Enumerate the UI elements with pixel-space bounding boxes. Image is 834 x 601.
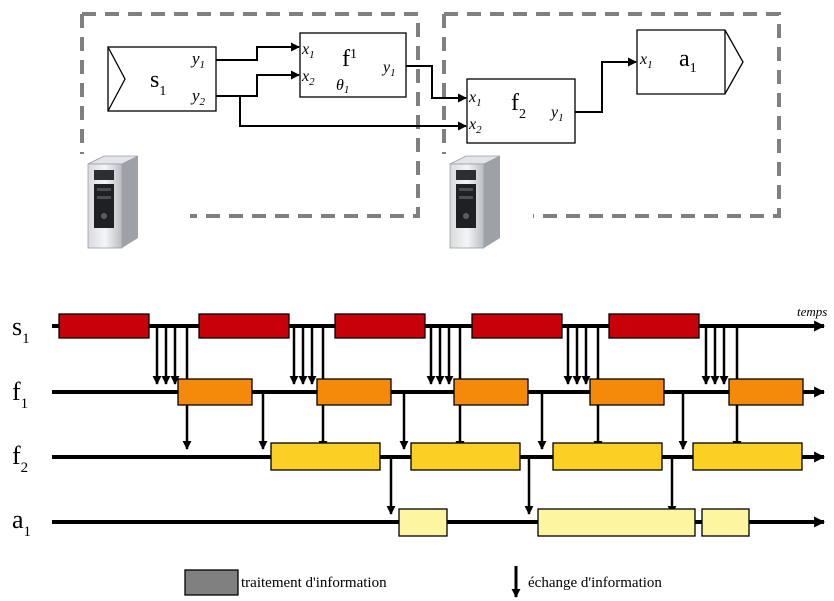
computer-tower-icon [450, 156, 500, 248]
legend: traitement d'information échange d'infor… [185, 566, 662, 597]
f2-name: f [511, 90, 519, 116]
processing-bar-f2 [693, 443, 802, 470]
legend-processing-label: traitement d'information [241, 575, 387, 591]
processing-bar-f1 [178, 379, 252, 405]
processing-bar-f2 [553, 443, 662, 470]
timeline-diagram: s1 f1 f2 a1 temps [12, 304, 827, 540]
a1-index: 1 [690, 61, 697, 76]
row-label-f1: f1 [12, 377, 28, 412]
f2-input-x1: x [468, 89, 476, 106]
source-port-y2: y [190, 86, 200, 105]
f1-name: f [342, 46, 350, 72]
processing-bar-f2 [411, 443, 520, 470]
time-axis-label: temps [797, 304, 827, 319]
processing-bar-s1 [335, 314, 425, 338]
function-block-f2[interactable]: f2 x1 x2 y1 [467, 79, 575, 143]
row-label-a1: a1 [12, 505, 31, 540]
row-label-f2: f2 [12, 441, 28, 476]
processing-bar-s1 [59, 314, 149, 338]
source-block-s1[interactable]: s1 y1 y2 [108, 47, 216, 111]
f1-input-x1: x [301, 41, 309, 58]
f2-index: 2 [519, 107, 526, 122]
function-block-f1[interactable]: f1 x1 x2 y1 θ1 [300, 33, 406, 97]
processing-bar-s1 [199, 314, 289, 338]
f2-input-x2: x [468, 116, 476, 133]
exchange-arrows [157, 326, 737, 514]
f1-input-x2: x [301, 68, 309, 85]
processing-bar-a1 [538, 509, 695, 536]
a1-name: a [679, 46, 690, 72]
processing-bar-f1 [590, 379, 664, 405]
processing-bar-s1 [609, 314, 699, 338]
source-index: 1 [159, 84, 166, 99]
architecture-diagram: s1 y1 y2 f1 x1 x2 y1 θ1 f2 x1 x2 y1 a1 x… [82, 14, 779, 248]
legend-processing-swatch [185, 570, 238, 595]
f1-index: 1 [350, 47, 357, 62]
legend-exchange-label: échange d'information [528, 575, 662, 591]
f1-param-theta: θ [336, 77, 344, 94]
processing-bar-f1 [317, 379, 391, 405]
processing-bar-a1 [399, 509, 447, 536]
row-label-s1: s1 [12, 312, 30, 347]
a1-input-x1: x [639, 51, 647, 68]
computer-tower-icon [88, 156, 138, 248]
processing-bar-f1 [454, 379, 528, 405]
source-port-y1: y [190, 49, 200, 68]
processing-bar-a1 [702, 509, 749, 536]
processing-bar-f1 [729, 379, 803, 405]
source-name: s [150, 67, 159, 93]
actuator-block-a1[interactable]: a1 x1 [637, 30, 743, 94]
processing-bar-s1 [472, 314, 562, 338]
processing-bar-f2 [271, 443, 380, 470]
